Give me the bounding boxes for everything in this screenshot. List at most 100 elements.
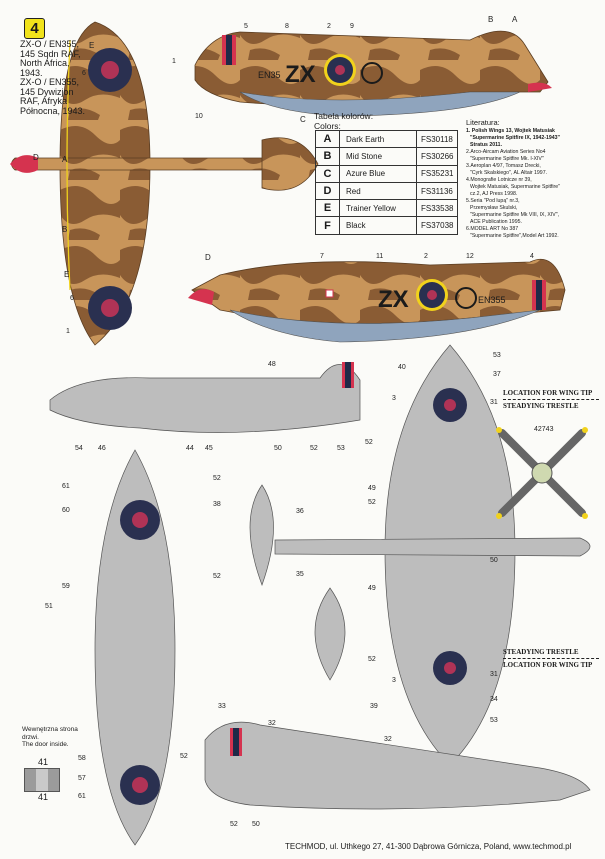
callout-2: 2 bbox=[424, 253, 428, 260]
callout-32: 32 bbox=[384, 736, 392, 743]
color-fs-code: FS33538 bbox=[415, 199, 459, 218]
literature-line: Stratus 2011. bbox=[470, 142, 503, 148]
literature-line: Wojtek Matusiak, Supermarine Spitfire" bbox=[470, 184, 560, 190]
callout-2: 2 bbox=[327, 23, 331, 30]
scheme-number-badge: 4 bbox=[24, 18, 45, 39]
literature-item: 2.Arco-Aircam Aviation Series No4"Superm… bbox=[466, 149, 604, 163]
trestle-line2: STEADYING TRESTLE bbox=[503, 402, 579, 410]
callout-7: 7 bbox=[320, 253, 324, 260]
callout-10: 10 bbox=[195, 113, 203, 120]
literature-title: Literatura: bbox=[466, 118, 500, 127]
desc-line: RAF, Afryka bbox=[20, 96, 68, 106]
callout-D: D bbox=[205, 253, 211, 262]
literature-item: 1. Polish Wings 13, Wojtek Matusiak"Supe… bbox=[466, 128, 604, 149]
callout-46: 46 bbox=[98, 445, 106, 452]
literature: Literatura: 1. Polish Wings 13, Wojtek M… bbox=[466, 118, 604, 240]
color-fs-code: FS35231 bbox=[415, 164, 459, 183]
callout-44: 44 bbox=[186, 445, 194, 452]
callout-34: 34 bbox=[490, 696, 498, 703]
callout-A: A bbox=[512, 15, 518, 24]
underside-view bbox=[274, 344, 591, 766]
callout-A: A bbox=[62, 155, 68, 164]
callout-50: 50 bbox=[490, 557, 498, 564]
callout-60: 61 bbox=[78, 793, 86, 800]
color-fs-code: FS30266 bbox=[415, 147, 459, 166]
literature-line: 3.Aeroplan 4/97, Tomasz Drecki, bbox=[466, 163, 541, 169]
callout-40: 40 bbox=[398, 364, 406, 371]
callout-35: 37 bbox=[493, 371, 501, 378]
callout-8: 8 bbox=[285, 23, 289, 30]
callout-12: 12 bbox=[466, 253, 474, 260]
propeller-serial: 42743 bbox=[534, 426, 554, 433]
serial-number: EN35 bbox=[258, 70, 281, 80]
literature-line: 5.Seria "Pod lupą" nr.3, bbox=[466, 198, 520, 204]
color-name: Trainer Yellow bbox=[339, 199, 417, 218]
literature-line: "Supermarine Spitfire IX, 1942-1943" bbox=[470, 135, 560, 141]
color-fs-code: FS31136 bbox=[415, 181, 459, 201]
scheme-description: ZX-O / EN355, 145 Sqdn RAF, North Africa… bbox=[20, 39, 86, 116]
literature-line: cz.2, AJ Press 1998. bbox=[470, 191, 518, 197]
literature-line: "Supermarine Spitfire",Model Art 1992. bbox=[470, 233, 559, 239]
callout-52: 52 bbox=[180, 753, 188, 760]
callout-53: 53 bbox=[337, 445, 345, 452]
callout-1: 1 bbox=[172, 58, 176, 65]
serial-number: EN355 bbox=[478, 295, 506, 305]
trestle-label-top: LOCATION FOR WING TIP STEADYING TRESTLE bbox=[503, 389, 599, 410]
callout-B: B bbox=[488, 15, 493, 24]
side-view-bottom bbox=[204, 721, 591, 810]
top-view-camo bbox=[10, 21, 319, 346]
callout-52: 52 bbox=[368, 499, 376, 506]
colors-subtitle: Colors: bbox=[314, 121, 341, 131]
decal-callouts: 1 6 6 1 5 8 2 9 10 7 11 2 12 4 48 54 46 … bbox=[45, 23, 534, 828]
color-letter: F bbox=[315, 216, 340, 235]
trestle-label-bottom: STEADYING TRESTLE LOCATION FOR WING TIP bbox=[503, 648, 599, 669]
literature-line: "Supermarine Spitfire Mk VIII, IX, XIV", bbox=[470, 212, 560, 218]
desc-line: Północna, 1943. bbox=[20, 105, 86, 116]
callout-D: D bbox=[33, 153, 39, 162]
callout-53: 53 bbox=[490, 717, 498, 724]
callout-33: 33 bbox=[218, 703, 226, 710]
tailplanes bbox=[249, 484, 346, 681]
color-letter: A bbox=[315, 129, 340, 149]
callout-6: 6 bbox=[82, 70, 86, 77]
callout-3: 3 bbox=[392, 677, 396, 684]
literature-line: 1. Polish Wings 13, Wojtek Matusiak bbox=[466, 128, 555, 134]
trestle-line1: LOCATION FOR WING TIP bbox=[503, 661, 593, 669]
literature-line: "Supermarine Spitfire Mk. I-XIV" bbox=[470, 156, 544, 162]
callout-E: E bbox=[64, 270, 69, 279]
callout-52: 52 bbox=[230, 821, 238, 828]
trestle-line1: LOCATION FOR WING TIP bbox=[503, 389, 593, 397]
propeller: 42743 bbox=[496, 426, 588, 519]
squadron-code: ZX bbox=[378, 286, 409, 313]
squadron-code: ZX bbox=[285, 61, 316, 88]
color-fs-code: FS30118 bbox=[415, 129, 459, 149]
callout-11: 11 bbox=[376, 253, 383, 260]
callout-48: 48 bbox=[268, 361, 276, 368]
callout-50: 50 bbox=[252, 821, 260, 828]
wing-top-grey bbox=[94, 449, 176, 846]
trestle-dash bbox=[503, 399, 599, 400]
color-letter: E bbox=[315, 199, 340, 218]
color-letter: D bbox=[315, 181, 340, 201]
desc-line: ZX-O / EN355, bbox=[20, 77, 80, 87]
literature-line: 6.MODEL ART No 387 bbox=[466, 226, 519, 232]
callout-36: 36 bbox=[296, 508, 304, 515]
callout-41: 41 bbox=[38, 756, 49, 767]
literature-line: 2.Arco-Aircam Aviation Series No4 bbox=[466, 149, 546, 155]
callout-52: 52 bbox=[365, 439, 373, 446]
desc-line: 145 Sqdn RAF, bbox=[20, 48, 81, 59]
desc-line: ZX-O / EN355, bbox=[20, 39, 80, 49]
callout-B: B bbox=[62, 225, 67, 234]
callout-57: 58 bbox=[78, 755, 86, 762]
callout-50: 50 bbox=[274, 445, 282, 452]
footer-address: TECHMOD, ul. Uthkego 27, 41-300 Dąbrowa … bbox=[285, 842, 572, 851]
callout-52: 52 bbox=[310, 445, 318, 452]
callout-54: 54 bbox=[75, 445, 83, 452]
callout-58: 59 bbox=[62, 583, 70, 590]
trestle-dash bbox=[503, 658, 599, 659]
